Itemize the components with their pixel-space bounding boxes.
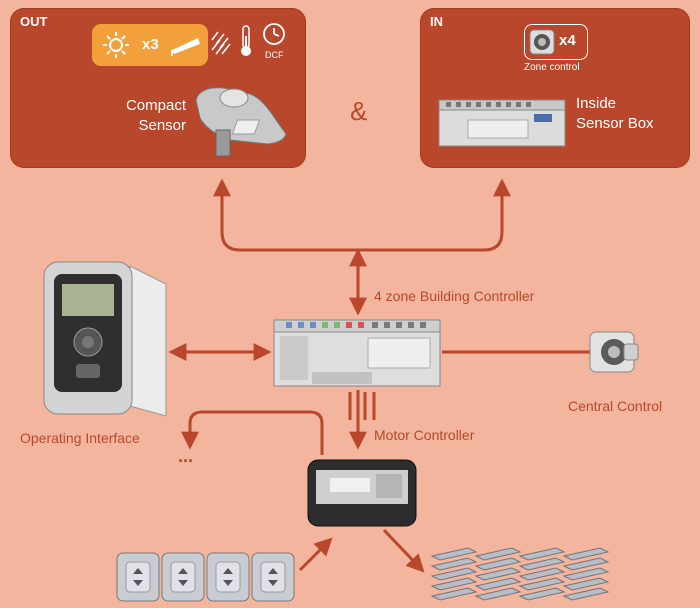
sun-icon — [103, 32, 129, 58]
rain-icon — [211, 31, 231, 55]
inside-sensor-box-label-line1: Inside — [576, 95, 617, 112]
clock-icon — [263, 23, 285, 45]
operating-interface-device-icon — [43, 261, 167, 417]
building-controller-device-icon — [273, 319, 441, 387]
out-tag: OUT — [20, 14, 48, 29]
dcf-label: DCF — [265, 50, 284, 60]
out-panel: OUT x3 — [10, 8, 306, 168]
zone-control-badge: x4 — [524, 24, 588, 60]
motor-controller-label: Motor Controller — [374, 427, 475, 443]
wall-switch-icon — [206, 552, 250, 602]
venetian-blind-icon — [430, 547, 478, 601]
central-control-knob-icon — [589, 331, 639, 373]
zone-control-label: Zone control — [524, 62, 580, 73]
wall-switch-icon — [251, 552, 295, 602]
compact-sensor-label: Compact Sensor — [116, 96, 186, 136]
in-tag: IN — [430, 14, 443, 29]
building-controller-label: 4 zone Building Controller — [374, 288, 535, 304]
inside-sensor-box-label: Inside Sensor Box — [576, 94, 654, 134]
venetian-blind-icon — [474, 547, 522, 601]
sun-multiplier: x3 — [142, 36, 159, 53]
more-ellipsis: ... — [178, 446, 194, 466]
motor-controller-device-icon — [307, 459, 417, 527]
wall-switch-icon — [161, 552, 205, 602]
zone-multiplier: x4 — [559, 32, 576, 49]
in-panel: IN x4 Zone control Inside Sensor Box — [420, 8, 690, 168]
inside-sensor-box-icon — [438, 99, 566, 147]
weather-sensor-badge: x3 — [92, 24, 208, 66]
venetian-blind-icon — [518, 547, 566, 601]
thermometer-icon — [241, 25, 251, 56]
switch-to-motor-arrow — [298, 537, 333, 572]
central-control-label: Central Control — [568, 398, 663, 414]
operating-interface-label: Operating Interface — [20, 430, 140, 446]
venetian-blind-icon — [562, 547, 610, 601]
ampersand: & — [350, 96, 368, 126]
wind-icon — [171, 38, 200, 56]
inside-sensor-box-label-line2: Sensor Box — [576, 115, 654, 132]
bus-bracket — [213, 178, 511, 252]
wall-switch-icon — [116, 552, 160, 602]
compact-sensor-label-line1: Compact — [125, 97, 186, 114]
knob-icon — [529, 29, 555, 55]
motor-to-blinds-arrow — [382, 528, 425, 573]
compact-sensor-label-line2: Sensor — [138, 117, 186, 134]
expansion-arrow — [181, 410, 324, 455]
compact-sensor-icon — [195, 87, 287, 157]
